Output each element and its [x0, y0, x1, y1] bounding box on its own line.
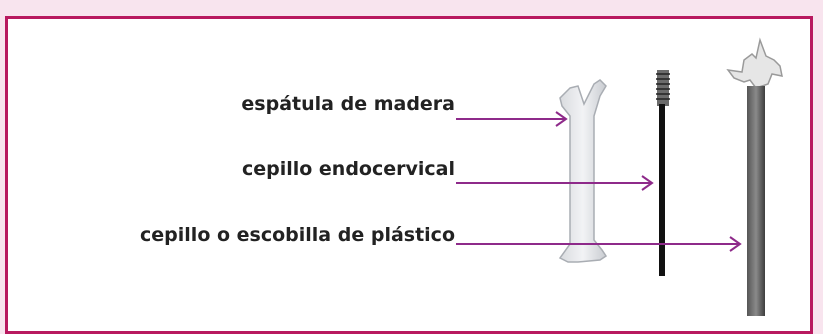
arrowhead-wooden-spatula	[555, 111, 568, 127]
plastic-brush	[726, 37, 783, 316]
pointer-arrows	[456, 111, 742, 252]
label-endocervical-brush: cepillo endocervical	[241, 158, 455, 180]
diagram-canvas	[456, 37, 783, 316]
figure-frame	[5, 16, 813, 334]
endocervical-brush	[656, 70, 670, 276]
wooden-spatula	[558, 79, 608, 263]
arrowhead-endocervical-brush	[641, 175, 654, 191]
label-plastic-brush: cepillo o escobilla de plástico	[140, 224, 455, 246]
arrowhead-plastic-brush	[729, 236, 742, 252]
label-wooden-spatula: espátula de madera	[241, 93, 455, 115]
